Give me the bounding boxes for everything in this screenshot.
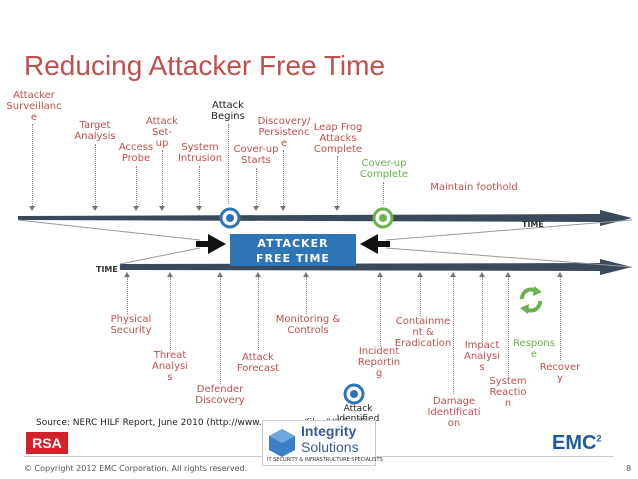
timeline-graphic [17, 207, 633, 275]
emc-logo-superscript: 2 [596, 433, 602, 444]
tick-top [383, 182, 384, 204]
tick-top [337, 156, 338, 208]
page-number: 8 [626, 464, 632, 473]
tick-top [32, 124, 33, 208]
label-physical-security: Physical Security [110, 314, 152, 336]
tick-bottom [220, 276, 221, 384]
arrowhead [417, 272, 423, 277]
arrowhead [377, 272, 383, 277]
time-label-top: TIME [522, 220, 544, 229]
label-system-reaction: System Reactio n [489, 376, 527, 409]
tick-top [199, 166, 200, 208]
label-discovery-persistence: Discovery/ Persistenc e [257, 116, 311, 149]
label-system-intrusion: System Intrusion [177, 142, 223, 164]
label-impact-analysis: Impact Analysi s [464, 340, 500, 373]
tick-bottom [560, 276, 561, 360]
top-timeline-arrow [18, 210, 632, 226]
tick-bottom [453, 276, 454, 394]
integrity-solutions-logo: Integrity Solutions IT SECURITY & INFRAS… [262, 420, 383, 466]
arrowhead [29, 206, 35, 211]
label-damage-identification: Damage Identificati on [427, 396, 481, 429]
arrowhead [303, 272, 309, 277]
converge-line [17, 219, 201, 241]
time-label-bottom: TIME [96, 265, 118, 274]
label-monitoring-controls: Monitoring & Controls [275, 314, 341, 336]
tick-bottom [127, 276, 128, 314]
arrowhead [217, 272, 223, 277]
arrowhead [159, 206, 165, 211]
label-defender-discovery: Defender Discovery [195, 384, 245, 406]
label-attack-begins: Attack Begins [211, 100, 245, 122]
tick-bottom [258, 276, 259, 350]
converge-line [385, 247, 633, 268]
label-maintain-foothold: Maintain foothold [430, 182, 518, 193]
arrowhead [280, 206, 286, 211]
tick-bottom [380, 276, 381, 346]
emc-logo-text: EMC [552, 432, 597, 454]
attack-identified-marker [343, 383, 365, 405]
label-recovery: Recover y [539, 362, 581, 384]
rsa-logo: RSA [26, 432, 68, 454]
label-attack-forecast: Attack Forecast [236, 352, 280, 374]
label-threat-analysis: Threat Analysi s [152, 350, 188, 383]
label-access-probe: Access Probe [118, 142, 154, 164]
tick-top [256, 168, 257, 208]
converge-line [385, 219, 633, 241]
left-squeeze-arrow [196, 234, 226, 254]
tick-top [228, 124, 229, 204]
label-target-analysis: Target Analysis [74, 120, 116, 142]
converge-line [119, 247, 201, 265]
tick-bottom [508, 276, 509, 376]
label-incident-reporting: Incident Reportin g [357, 346, 401, 379]
integrity-cube-icon [269, 429, 295, 457]
tick-top [95, 144, 96, 208]
copyright-footer: © Copyright 2012 EMC Corporation. All ri… [24, 464, 248, 473]
arrowhead [253, 206, 259, 211]
arrowhead [505, 272, 511, 277]
arrowhead [479, 272, 485, 277]
arrowhead [133, 206, 139, 211]
tick-bottom [420, 276, 421, 316]
arrowhead [124, 272, 130, 277]
label-attack-identified: Attack Identified [336, 404, 380, 424]
bottom-timeline-arrow [120, 259, 632, 275]
arrowhead [92, 206, 98, 211]
integrity-tagline: IT SECURITY & INFRASTRUCTURE SPECIALISTS [267, 457, 383, 463]
right-squeeze-arrow [360, 234, 390, 254]
tick-bottom [306, 276, 307, 314]
integrity-line1: Integrity [301, 423, 357, 439]
integrity-line2: Solutions [301, 439, 359, 455]
tick-bottom [170, 276, 171, 350]
tick-top [162, 150, 163, 208]
label-cover-up-starts: Cover-up Starts [233, 144, 279, 166]
arrowhead [196, 206, 202, 211]
emc-logo: EMC2 [552, 432, 601, 455]
arrowhead [557, 272, 563, 277]
label-response: Respons e [513, 338, 555, 360]
arrowhead [255, 272, 261, 277]
slide-title: Reducing Attacker Free Time [24, 50, 386, 81]
label-cover-up-complete: Cover-up Complete [359, 158, 409, 180]
recycle-icon [520, 286, 542, 314]
arrowhead [167, 272, 173, 277]
arrowhead [450, 272, 456, 277]
label-attacker-surveillance: Attacker Surveillanc e [6, 90, 62, 123]
tick-top [283, 150, 284, 208]
tick-bottom [482, 276, 483, 342]
source-citation: Source: NERC HILF Report, June 2010 (htt… [36, 418, 367, 428]
arrowhead [334, 206, 340, 211]
label-leap-frog: Leap Frog Attacks Complete [313, 122, 363, 155]
tick-top [136, 166, 137, 208]
attacker-free-time-box: ATTACKER FREE TIME [230, 234, 356, 266]
label-attack-setup: Attack Set- up [146, 116, 178, 149]
label-containment-eradication: Containme nt & Eradication [394, 316, 452, 349]
